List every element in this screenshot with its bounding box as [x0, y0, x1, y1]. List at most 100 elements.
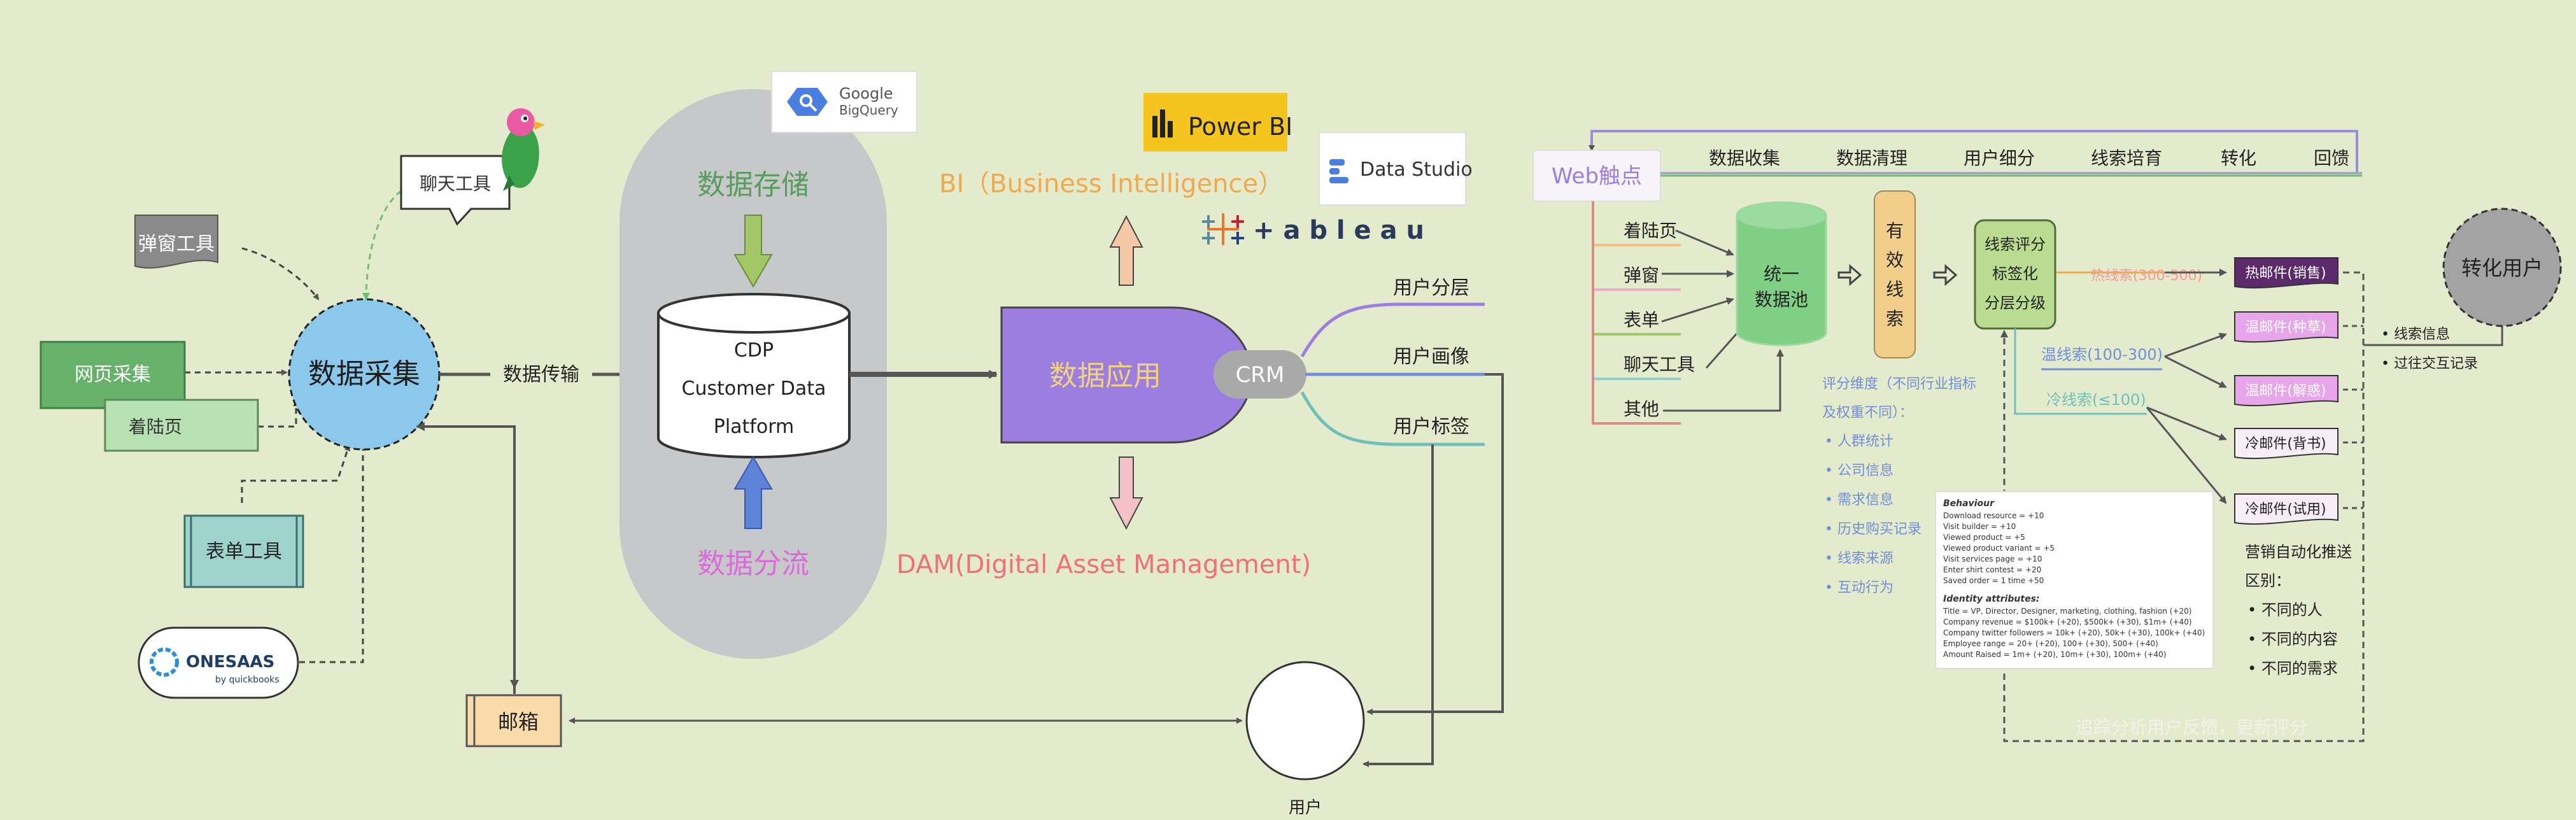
- down-arrow-dam: [1109, 456, 1143, 530]
- mail-warm-seed: 温邮件(种草): [2234, 311, 2339, 343]
- svg-text:有: 有: [1886, 220, 1904, 241]
- dimension-item: • 历史购买记录: [1825, 521, 1921, 537]
- crm-label: CRM: [1236, 362, 1285, 388]
- difference-item: • 不同的需求: [2247, 660, 2338, 677]
- popup-tool-box: [134, 215, 218, 269]
- svg-text:CDP: CDP: [734, 339, 774, 362]
- source-form: 表单: [1624, 309, 1659, 330]
- svg-text:冷邮件(试用): 冷邮件(试用): [2245, 502, 2326, 518]
- svg-text:统一: 统一: [1764, 264, 1799, 285]
- svg-text:ONESAAS: ONESAAS: [186, 653, 274, 672]
- data-collect-label: 数据采集: [308, 358, 420, 390]
- automation-title-1: 营销自动化推送: [2245, 543, 2352, 561]
- difference-item: • 不同的人: [2247, 601, 2323, 619]
- svg-text:Amount Raised = 1m+ (+20), 10m: Amount Raised = 1m+ (+20), 10m+ (+30), 1…: [1943, 650, 2166, 659]
- svg-text:Title = VP, Director, Designer: Title = VP, Director, Designer, marketin…: [1943, 607, 2191, 616]
- mail-cold-endorse: 冷邮件(背书): [2234, 428, 2339, 460]
- automation-title-2: 区别：: [2245, 572, 2291, 590]
- mail-warm-faq: 温邮件(解惑): [2234, 375, 2339, 407]
- up-arrow-bi: [1109, 215, 1143, 286]
- lead-info-2: • 过往交互记录: [2381, 356, 2478, 372]
- hot-lead-label: 热线索(300-500): [2091, 268, 2202, 284]
- svg-text:Viewed product variant = +5: Viewed product variant = +5: [1943, 544, 2055, 553]
- svg-text:Visit services page = +10: Visit services page = +10: [1943, 555, 2042, 563]
- svg-text:Company twitter followers = 10: Company twitter followers = 10k+ (+20), …: [1943, 628, 2205, 637]
- onesaas-logo: ONESAAS by quickbooks: [138, 626, 299, 699]
- svg-text:Power BI: Power BI: [1188, 113, 1292, 141]
- form-tool-label: 表单工具: [206, 541, 282, 563]
- svg-text:热邮件(销售): 热邮件(销售): [2245, 265, 2326, 281]
- svg-text:分层分级: 分层分级: [1985, 294, 2046, 312]
- valid-leads-box: [1874, 190, 1916, 358]
- application-section: Power BI Data Studio BI（Business Intelli…: [896, 93, 1504, 817]
- dam-label: DAM(Digital Asset Management): [896, 550, 1311, 579]
- parrot-icon: [502, 108, 545, 191]
- stage-collect: 数据收集: [1709, 148, 1780, 169]
- mail-hot: 热邮件(销售): [2234, 257, 2339, 289]
- svg-text:温邮件(种草): 温邮件(种草): [2245, 320, 2326, 336]
- web-touchpoint-label: Web触点: [1552, 164, 1642, 189]
- dimension-title-1: 评分维度（不同行业指标: [1822, 376, 1976, 392]
- warm-lead-label: 温线索(100-300): [2041, 346, 2163, 364]
- svg-text:冷邮件(背书): 冷邮件(背书): [2245, 436, 2326, 452]
- branch-profile: 用户画像: [1393, 346, 1469, 368]
- stage-feedback: 回馈: [2314, 148, 2349, 169]
- data-transfer-label: 数据传输: [503, 364, 579, 386]
- converted-user-label: 转化用户: [2461, 256, 2543, 280]
- stage-segment: 用户细分: [1964, 148, 2035, 169]
- svg-text:Company revenue = $100k+ (+20): Company revenue = $100k+ (+20), $500k+ (…: [1943, 618, 2192, 626]
- dimension-item: • 互动行为: [1825, 580, 1893, 596]
- converted-user-node: [2442, 208, 2562, 327]
- user-label: 用户: [1289, 798, 1322, 817]
- cold-lead-label: 冷线索(≤100): [2046, 391, 2146, 409]
- dimension-item: • 人群统计: [1825, 434, 1893, 449]
- dimension-title-2: 及权重不同）：: [1822, 405, 1913, 421]
- svg-text:温邮件(解惑): 温邮件(解惑): [2245, 383, 2326, 399]
- svg-text:Download resource = +10: Download resource = +10: [1943, 511, 2044, 520]
- lead-info-1: • 线索信息: [2381, 327, 2450, 343]
- svg-text:+ a b l e a u: + a b l e a u: [1253, 216, 1424, 245]
- svg-text:Behaviour: Behaviour: [1943, 498, 1995, 509]
- collection-section: 数据采集 弹窗工具 聊天工具 网页采集 着陆页 表单工具: [39, 108, 1243, 747]
- data-application-label: 数据应用: [1049, 360, 1161, 392]
- funnel-section: Web触点 数据收集 数据清理 用户细分 线索培育 转化 回馈 着陆页 弹窗 表…: [1532, 130, 2562, 742]
- svg-text:Platform: Platform: [714, 416, 795, 438]
- web-collect-box: [39, 341, 186, 409]
- svg-text:Saved order = 1 time +50: Saved order = 1 time +50: [1943, 576, 2044, 585]
- stage-convert: 转化: [2221, 148, 2256, 169]
- web-collect-label: 网页采集: [74, 364, 151, 386]
- behaviour-card: [1935, 491, 2214, 669]
- svg-text:数据池: 数据池: [1755, 289, 1808, 310]
- svg-text:Enter shirt contest = +20: Enter shirt contest = +20: [1943, 565, 2041, 574]
- dimension-item: • 公司信息: [1825, 463, 1893, 479]
- landing-page-label: 着陆页: [129, 416, 182, 437]
- chat-tool-label: 聊天工具: [420, 173, 491, 194]
- mailbox-label: 邮箱: [498, 710, 539, 734]
- source-chat: 聊天工具: [1624, 354, 1695, 375]
- branch-layer: 用户分层: [1393, 277, 1469, 299]
- svg-text:线索评分: 线索评分: [1985, 236, 2046, 253]
- difference-item: • 不同的内容: [2247, 630, 2338, 648]
- svg-text:Viewed product = +5: Viewed product = +5: [1943, 533, 2025, 542]
- dimension-item: • 线索来源: [1825, 551, 1893, 567]
- svg-text:Identity attributes:: Identity attributes:: [1943, 594, 2040, 604]
- svg-text:效: 效: [1886, 250, 1904, 271]
- svg-text:线: 线: [1886, 279, 1904, 300]
- unified-data-pool: 统一 数据池: [1736, 201, 1827, 346]
- data-distribution-label: 数据分流: [697, 548, 809, 580]
- dimension-item: • 需求信息: [1825, 492, 1893, 508]
- data-storage-label: 数据存储: [697, 169, 809, 201]
- powerbi-logo: [1143, 93, 1287, 152]
- svg-text:BigQuery: BigQuery: [839, 102, 898, 118]
- cdp-section: Google BigQuery 数据存储 CDP Customer Data P…: [619, 71, 998, 659]
- source-landing: 着陆页: [1624, 220, 1677, 241]
- svg-text:Google: Google: [839, 85, 893, 102]
- svg-text:Visit builder = +10: Visit builder = +10: [1943, 522, 2016, 531]
- svg-text:Data Studio: Data Studio: [1360, 159, 1473, 181]
- tableau-logo: + a b l e a u: [1202, 213, 1424, 245]
- stage-clean: 数据清理: [1836, 148, 1907, 169]
- svg-text:by quickbooks: by quickbooks: [215, 675, 280, 685]
- cdp-database: CDP Customer Data Platform: [657, 293, 851, 458]
- svg-text:Customer Data: Customer Data: [682, 378, 826, 400]
- svg-text:索: 索: [1886, 308, 1904, 329]
